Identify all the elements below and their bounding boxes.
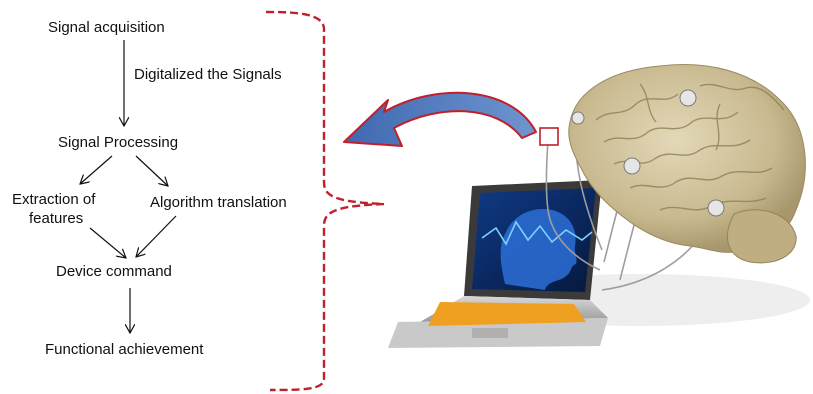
step-extraction-line1: Extraction of [12,191,96,208]
electrode-icons [571,89,725,217]
step-algorithm-translation: Algorithm translation [150,194,287,211]
step-functional-achievement: Functional achievement [45,341,204,358]
step-signal-acquisition: Signal acquisition [48,19,165,36]
step-signal-processing: Signal Processing [58,134,179,151]
step-extraction-line2: features [29,210,84,227]
curly-brace [265,10,385,392]
step-device-command: Device command [56,263,172,280]
bci-illustration [388,63,810,348]
step-digitalized-annotation: Digitalized the Signals [134,66,282,83]
arrow-processing-to-algorithm [135,155,168,186]
laptop-icon [388,180,608,348]
brain-icon [568,63,806,264]
electrode-marker-box [539,127,559,146]
arrow-extraction-to-command [89,227,126,258]
arrow-algorithm-to-command [136,215,177,257]
arrow-processing-to-extraction [80,155,113,184]
curved-arrow-icon [343,91,537,147]
